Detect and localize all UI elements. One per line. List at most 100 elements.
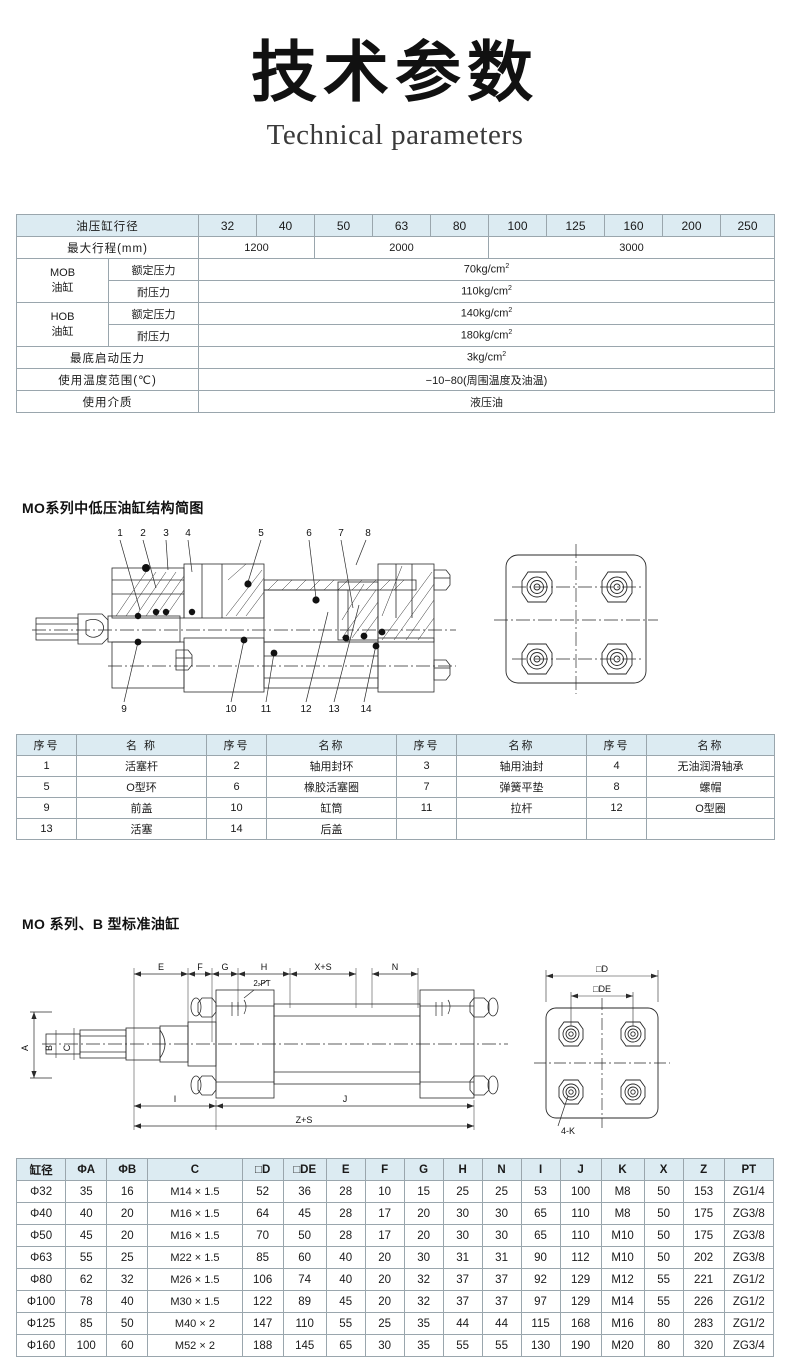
mob-rated-value: 70kg/cm2: [198, 258, 775, 281]
dims-cell: Φ40: [15, 1202, 67, 1225]
dims-cell: 74: [282, 1268, 327, 1291]
dims-cell: M10: [600, 1246, 645, 1269]
parts-cell: 5: [16, 776, 77, 798]
dims-cell: ZG3/8: [723, 1246, 775, 1269]
dims-cell: 20: [106, 1202, 149, 1225]
parts-cell: [586, 818, 647, 840]
dims-cell: 32: [106, 1268, 149, 1291]
bore-32: 32: [198, 214, 257, 237]
table-row: Φ125 85 50 M40 × 2 147 110 55 25 35 44 4…: [15, 1312, 775, 1335]
btype-section-caption: MO 系列、B 型标准油缸: [22, 916, 180, 932]
dims-cell: 20: [106, 1224, 149, 1247]
dims-cell: 112: [559, 1246, 602, 1269]
parts-header-2: 序号: [206, 734, 267, 756]
structure-section-caption: MO系列中低压油缸结构简图: [22, 500, 204, 516]
parts-cell: 轴用油封: [456, 755, 587, 777]
dims-cell: 70: [241, 1224, 284, 1247]
dims-cell: 45: [282, 1202, 327, 1225]
dims-cell: 44: [442, 1312, 483, 1335]
hob-label-line1: HOB: [50, 310, 75, 323]
btype-dimension-drawing: E F G H X+S N I J Z+S 2-PT A B C: [16, 950, 774, 1140]
note-2pt: 2-PT: [253, 979, 270, 988]
dims-cell: M52 × 2: [147, 1334, 243, 1357]
dims-cell: 55: [643, 1268, 684, 1291]
mob-label-line1: MOB: [49, 266, 76, 279]
parts-cell: 无油润滑轴承: [646, 755, 775, 777]
dims-cell: ZG3/8: [723, 1202, 775, 1225]
dims-cell: 45: [65, 1224, 108, 1247]
table-row: 5 O型环 6 橡胶活塞圈 7 弹簧平垫 8 螺帽: [16, 776, 775, 798]
dims-cell: 50: [282, 1224, 327, 1247]
dims-header-2: ΦB: [106, 1158, 149, 1181]
dims-cell: 28: [325, 1224, 366, 1247]
parts-header-3: 名称: [266, 734, 397, 756]
dims-cell: 25: [481, 1180, 522, 1203]
stroke-1200: 1200: [198, 236, 315, 259]
dims-cell: 28: [325, 1202, 366, 1225]
dims-cell: 15: [403, 1180, 444, 1203]
dims-cell: M14: [600, 1290, 645, 1313]
table-row: Φ50 45 20 M16 × 1.5 70 50 28 17 20 30 30…: [15, 1224, 775, 1247]
dims-cell: 55: [481, 1334, 522, 1357]
dims-cell: 37: [481, 1290, 522, 1313]
dims-cell: 110: [282, 1312, 327, 1335]
dims-cell: 202: [682, 1246, 725, 1269]
medium-value: 液压油: [198, 390, 775, 413]
parts-cell: 14: [206, 818, 267, 840]
bore-50: 50: [314, 214, 373, 237]
dims-cell: 55: [65, 1246, 108, 1269]
callout-9: 9: [121, 704, 127, 715]
dims-header-7: F: [364, 1158, 405, 1181]
parts-cell: 缸筒: [266, 797, 397, 819]
table-header-row: 缸径 ΦA ΦB C □D □DE E F G H N I J K X Z PT: [15, 1158, 775, 1181]
table-row: 9 前盖 10 缸筒 11 拉杆 12 O型圈: [16, 797, 775, 819]
hob-withstand-label: 耐压力: [108, 324, 199, 347]
parts-cell: 8: [586, 776, 647, 798]
parts-cell: 后盖: [266, 818, 397, 840]
dims-cell: 50: [106, 1312, 149, 1335]
dims-cell: 145: [282, 1334, 327, 1357]
callout-4: 4: [185, 528, 191, 539]
dims-cell: 100: [559, 1180, 602, 1203]
table-row: Φ40 40 20 M16 × 1.5 64 45 28 17 20 30 30…: [15, 1202, 775, 1225]
dims-cell: 50: [643, 1202, 684, 1225]
dims-cell: Φ32: [15, 1180, 67, 1203]
dims-cell: ZG1/4: [723, 1180, 775, 1203]
table-row-mob-rated: MOB 油缸 额定压力 70kg/cm2: [16, 258, 775, 303]
dims-cell: 28: [325, 1180, 366, 1203]
callout-14: 14: [360, 704, 372, 715]
dims-cell: Φ50: [15, 1224, 67, 1247]
bore-row-label: 油压缸行径: [16, 214, 199, 237]
dims-cell: 100: [65, 1334, 108, 1357]
dims-header-0: 缸径: [15, 1158, 67, 1181]
parts-cell: 3: [396, 755, 457, 777]
dims-cell: 55: [442, 1334, 483, 1357]
dims-cell: 188: [241, 1334, 284, 1357]
dims-header-5: □DE: [282, 1158, 327, 1181]
dim-label-G: G: [221, 962, 228, 972]
callout-8: 8: [365, 528, 371, 539]
bore-160: 160: [604, 214, 663, 237]
dims-cell: 16: [106, 1180, 149, 1203]
dims-cell: 10: [364, 1180, 405, 1203]
parts-cell: 13: [16, 818, 77, 840]
medium-label: 使用介质: [16, 390, 199, 413]
parts-cell: 活塞: [76, 818, 207, 840]
dims-header-11: I: [520, 1158, 561, 1181]
parts-cell: 9: [16, 797, 77, 819]
dims-cell: 55: [325, 1312, 366, 1335]
dims-cell: 153: [682, 1180, 725, 1203]
dims-cell: 40: [65, 1202, 108, 1225]
parts-cell: O型环: [76, 776, 207, 798]
parts-cell: 1: [16, 755, 77, 777]
bore-40: 40: [256, 214, 315, 237]
dims-cell: 37: [481, 1268, 522, 1291]
dims-cell: 25: [106, 1246, 149, 1269]
dims-cell: 115: [520, 1312, 561, 1335]
dims-cell: ZG1/2: [723, 1290, 775, 1313]
dims-header-6: E: [325, 1158, 366, 1181]
dims-header-15: Z: [682, 1158, 725, 1181]
dims-cell: 40: [325, 1268, 366, 1291]
dims-cell: 17: [364, 1224, 405, 1247]
dims-header-12: J: [559, 1158, 602, 1181]
